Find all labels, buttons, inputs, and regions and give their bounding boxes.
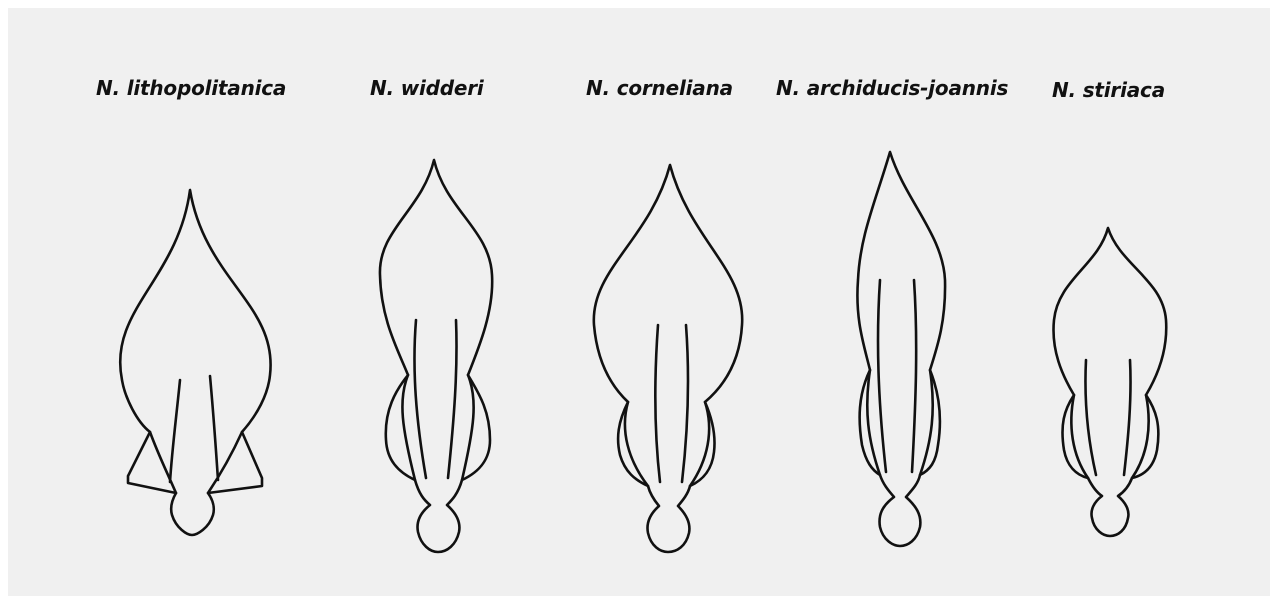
- archiducis-joannis-inner-right-fold: [920, 370, 933, 475]
- widderi-vein-right: [448, 320, 457, 478]
- archiducis-joannis-vein-right: [912, 280, 916, 472]
- flower-lithopolitanica: [120, 190, 270, 535]
- stiriaca-vein-right: [1124, 360, 1131, 475]
- lithopolitanica-inner-right-fold: [208, 432, 242, 493]
- stiriaca-outline: [1054, 228, 1167, 536]
- lithopolitanica-outline: [120, 190, 270, 535]
- corneliana-vein-right: [682, 325, 688, 482]
- stiriaca-vein-left: [1085, 360, 1096, 475]
- stiriaca-inner-right-fold: [1132, 395, 1149, 478]
- widderi-inner-right-fold: [462, 375, 474, 480]
- archiducis-joannis-outline: [857, 152, 945, 546]
- flower-widderi: [380, 160, 492, 552]
- flower-archiducis-joannis: [857, 152, 945, 546]
- lithopolitanica-vein-left: [170, 380, 180, 482]
- lithopolitanica-vein-right: [210, 376, 218, 480]
- corneliana-vein-left: [655, 325, 660, 482]
- widderi-inner-left-fold: [402, 375, 415, 480]
- corneliana-outline: [594, 165, 742, 552]
- archiducis-joannis-vein-left: [878, 280, 886, 472]
- flower-stiriaca: [1054, 228, 1167, 536]
- flower-corneliana: [594, 165, 742, 552]
- widderi-outline: [380, 160, 492, 552]
- widderi-vein-left: [414, 320, 426, 478]
